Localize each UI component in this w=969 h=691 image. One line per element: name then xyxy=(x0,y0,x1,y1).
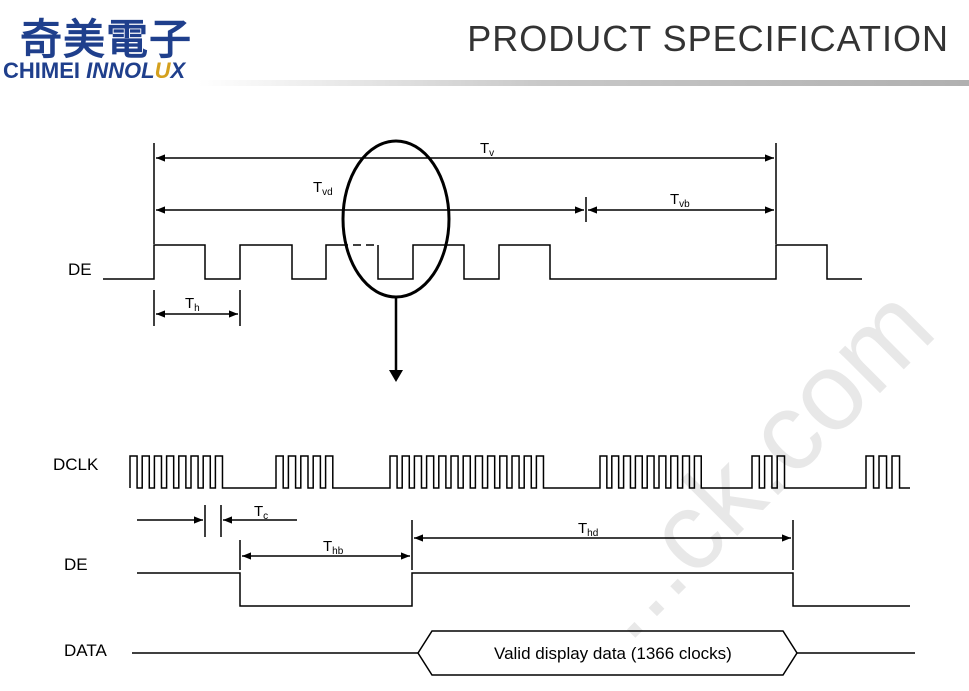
data-valid-text: Valid display data (1366 clocks) xyxy=(494,644,732,663)
dclk-label: DCLK xyxy=(53,455,99,474)
tvd-label: Tvd xyxy=(313,179,333,198)
data-label: DATA xyxy=(64,641,107,660)
logo-part-u: U xyxy=(154,58,171,83)
tc-label: Tc xyxy=(254,503,268,522)
dclk-waveform xyxy=(129,455,910,489)
bottom-timing xyxy=(129,455,915,676)
thb-label: Thb xyxy=(323,538,344,557)
de-waveform-top-2 xyxy=(377,244,862,280)
logo-english: CHIMEI INNOLUX xyxy=(3,58,185,84)
de-waveform-bottom xyxy=(137,572,910,607)
tv-label: Tv xyxy=(480,140,494,159)
logo-chinese: 奇美電子 xyxy=(20,15,193,64)
zoom-arrow-head xyxy=(389,370,403,382)
de-label-top: DE xyxy=(68,260,92,279)
logo-part-chimei: CHIMEI xyxy=(3,58,80,83)
page-title: PRODUCT SPECIFICATION xyxy=(467,18,949,59)
de-label-bottom: DE xyxy=(64,555,88,574)
zoom-ellipse xyxy=(341,139,451,299)
thd-label: Thd xyxy=(578,520,598,539)
th-label: Th xyxy=(185,295,200,314)
logo-part-x: X xyxy=(170,58,186,83)
tvb-label: Tvb xyxy=(670,191,690,210)
logo-part-innol: INNOL xyxy=(86,58,155,83)
header-divider xyxy=(198,80,969,86)
top-timing xyxy=(103,139,862,382)
de-waveform-top xyxy=(103,244,340,280)
